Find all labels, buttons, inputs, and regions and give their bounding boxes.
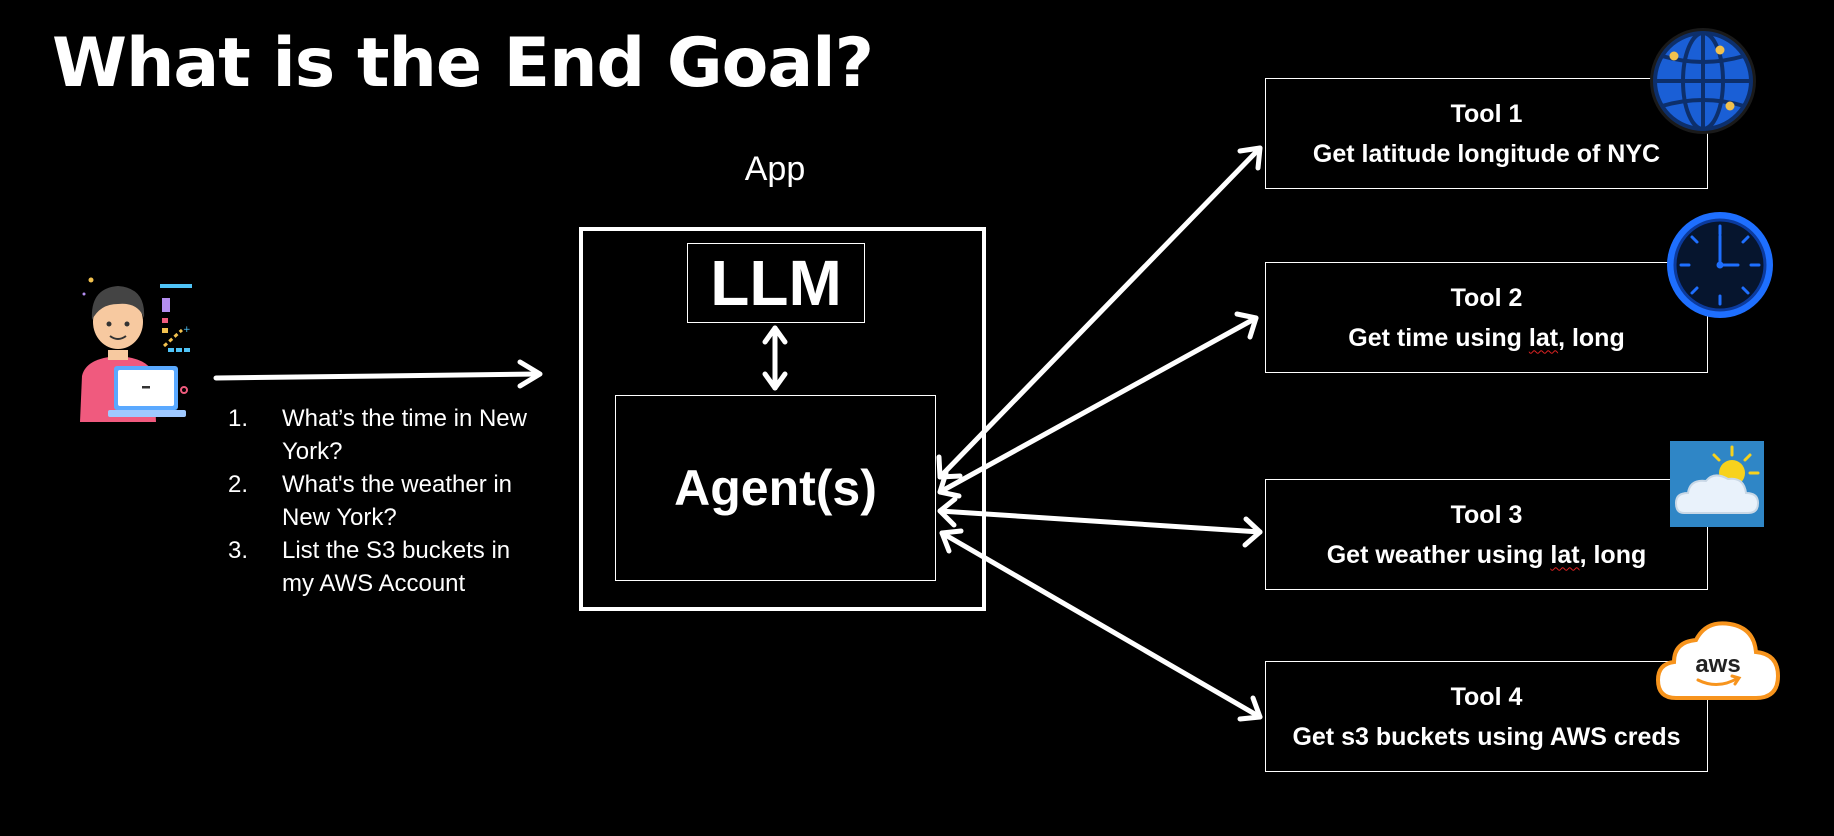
svg-text:+: +	[183, 325, 191, 335]
tool-box-3: Tool 3 Get weather using lat, long	[1265, 479, 1708, 590]
agent-tool1-arrow	[936, 145, 1263, 480]
aws-cloud-icon: aws	[1655, 621, 1781, 700]
tool-name: Tool 1	[1450, 99, 1523, 128]
agent-label: Agent(s)	[674, 460, 877, 516]
agent-tool2-arrow	[937, 311, 1259, 499]
llm-agent-arrow	[762, 325, 788, 391]
tool-box-2: Tool 2 Get time using lat, long	[1265, 262, 1708, 373]
app-box	[579, 227, 986, 611]
globe-icon	[1650, 28, 1756, 134]
tool-name: Tool 4	[1450, 682, 1523, 711]
question-list: 1. What’s the time in New York? 2. What'…	[228, 402, 528, 600]
tool-description: Get s3 buckets using AWS creds	[1292, 722, 1681, 751]
weather-icon	[1670, 441, 1764, 527]
question-item: 1. What’s the time in New York?	[228, 402, 528, 468]
tool-box-4: Tool 4 Get s3 buckets using AWS creds	[1265, 661, 1708, 772]
app-label: App	[744, 150, 806, 188]
agent-tool3-arrow	[937, 496, 1263, 548]
question-item: 3. List the S3 buckets in my AWS Account	[228, 534, 528, 600]
question-number: 1.	[228, 405, 249, 432]
llm-box: LLM	[687, 243, 865, 323]
tool-description: Get latitude longitude of NYC	[1312, 139, 1661, 168]
question-text: What’s the time in New York?	[282, 405, 527, 465]
user-to-app-arrow	[213, 359, 543, 389]
question-item: 2. What's the weather in New York?	[228, 468, 528, 534]
tool-description: Get weather using lat, long	[1326, 540, 1647, 569]
aws-logo-text: aws	[1695, 651, 1740, 678]
llm-label: LLM	[710, 247, 842, 319]
user-with-laptop-icon: +	[80, 277, 192, 422]
question-text: What's the weather in New York?	[282, 471, 513, 531]
tool-name: Tool 3	[1450, 500, 1523, 529]
agent-box: Agent(s)	[615, 395, 936, 581]
question-number: 3.	[228, 537, 249, 564]
agent-tool4-arrow	[939, 528, 1263, 722]
tool-description: Get time using lat, long	[1348, 323, 1625, 352]
question-text: List the S3 buckets in my AWS Account	[282, 537, 511, 597]
question-number: 2.	[228, 471, 249, 498]
slide-title: What is the End Goal?	[52, 24, 874, 103]
tool-name: Tool 2	[1450, 283, 1523, 312]
clock-icon	[1667, 212, 1773, 318]
